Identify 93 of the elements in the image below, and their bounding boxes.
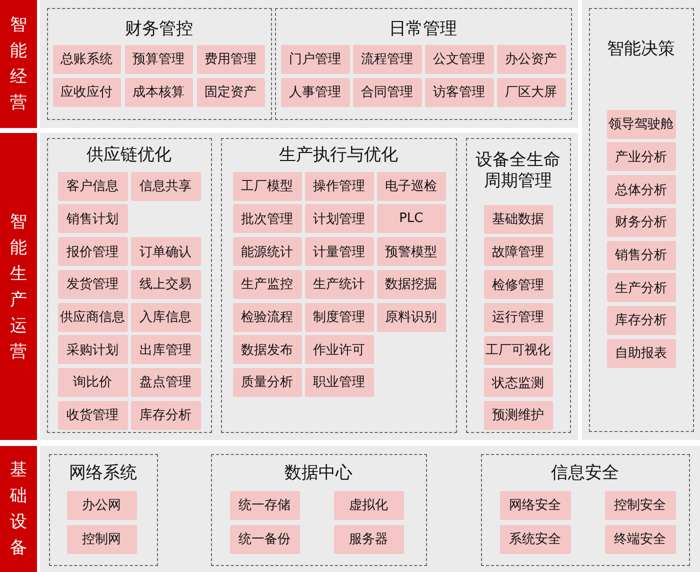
function-tile: 人事管理 [280,78,350,107]
function-tile: 应收应付 [52,78,121,107]
function-tile: 制度管理 [304,302,374,332]
group-title: 供应链优化 [86,145,172,166]
function-tile: 收货管理 [58,400,128,430]
function-tile: 销售分析 [606,240,676,270]
module-group [275,8,572,120]
function-tile: 批次管理 [232,204,302,234]
function-tile: 操作管理 [304,172,374,201]
function-tile: 作业许可 [304,335,374,364]
function-tile: 信息共享 [130,172,201,201]
function-tile: 供应商信息 [58,302,128,332]
group-title: 网络系统 [69,463,138,484]
category-band: 智能生产运营 [0,133,37,440]
function-tile: 职业管理 [304,368,374,397]
function-tile: 服务器 [334,524,404,554]
function-tile: 办公网 [66,490,137,520]
function-tile: 门户管理 [280,44,350,74]
function-tile: 统一备份 [230,524,300,554]
function-tile: 销售计划 [58,204,128,234]
function-tile: 检修管理 [484,270,553,300]
group-title: 数据中心 [284,463,353,484]
function-tile: 固定资产 [196,78,265,107]
function-tile: 检验流程 [232,302,302,332]
function-tile: 生产统计 [304,270,374,299]
function-tile: 预警模型 [376,237,446,266]
function-tile: 自助报表 [606,338,676,368]
function-tile: 网络安全 [500,490,571,520]
function-tile: 电子巡检 [376,172,446,201]
function-tile: 控制网 [66,524,137,554]
function-tile: 控制安全 [604,490,676,520]
function-tile: 系统安全 [500,524,571,554]
function-tile: 生产监控 [232,270,302,299]
function-tile: 统一存储 [230,490,300,520]
function-tile: 订单确认 [130,237,201,266]
module-group [466,138,571,433]
function-tile: 预测维护 [484,400,553,430]
function-tile: 公文管理 [424,44,494,74]
function-tile: 能源统计 [232,237,302,266]
function-tile: 厂区大屏 [496,78,566,107]
function-tile: 计划管理 [304,204,374,234]
function-tile: 库存分析 [130,400,201,430]
function-tile: 成本核算 [124,78,193,107]
function-tile: 基础数据 [484,204,553,234]
function-tile: 客户信息 [58,172,128,201]
function-tile: 工厂可视化 [484,336,553,364]
function-tile: 出库管理 [130,335,201,364]
function-tile: 报价管理 [58,237,128,266]
function-tile: 质量分析 [232,368,302,397]
function-tile: 流程管理 [352,44,422,74]
function-tile: 数据挖掘 [376,270,446,299]
function-tile: 原料识别 [376,302,446,332]
category-band: 智能经营 [0,0,37,128]
function-tile: 运行管理 [484,302,553,332]
module-group [47,138,212,433]
function-tile: 状态监测 [484,368,553,398]
function-tile: 虚拟化 [334,490,404,520]
function-tile: 询比价 [58,368,128,397]
group-title: 财务管控 [125,19,194,40]
function-tile: 线上交易 [130,270,201,299]
function-tile: 总账系统 [52,44,121,74]
function-tile: 访客管理 [424,78,494,107]
module-group [481,454,690,566]
module-group [47,8,272,120]
module-group [221,138,457,433]
function-tile: 办公资产 [496,44,566,74]
function-tile: 产业分析 [606,142,676,172]
group-title: 信息安全 [551,463,620,484]
function-tile: 合同管理 [352,78,422,107]
function-tile: 故障管理 [484,237,553,266]
function-tile: 入库信息 [130,302,201,332]
function-tile: 终端安全 [604,524,676,554]
function-tile: 采购计划 [58,335,128,364]
function-tile: 库存分析 [606,306,676,335]
category-band: 基础设备 [0,446,37,572]
function-tile: 预算管理 [124,44,193,74]
function-tile: 财务分析 [606,208,676,237]
group-title: 设备全生命周期管理 [474,150,562,192]
module-group [211,454,427,566]
function-tile: 生产分析 [606,273,676,302]
module-group [49,454,158,566]
function-tile: PLC [376,204,446,234]
group-title: 日常管理 [389,19,458,40]
function-tile: 计量管理 [304,237,374,266]
function-tile: 费用管理 [196,44,265,74]
function-tile: 发货管理 [58,270,128,299]
function-tile: 工厂模型 [232,172,302,201]
function-tile: 总体分析 [606,175,676,204]
function-tile: 盘点管理 [130,368,201,397]
function-tile: 领导驾驶舱 [606,110,676,139]
group-title: 智能决策 [607,39,676,60]
function-tile: 数据发布 [232,335,302,364]
group-title: 生产执行与优化 [279,145,398,166]
